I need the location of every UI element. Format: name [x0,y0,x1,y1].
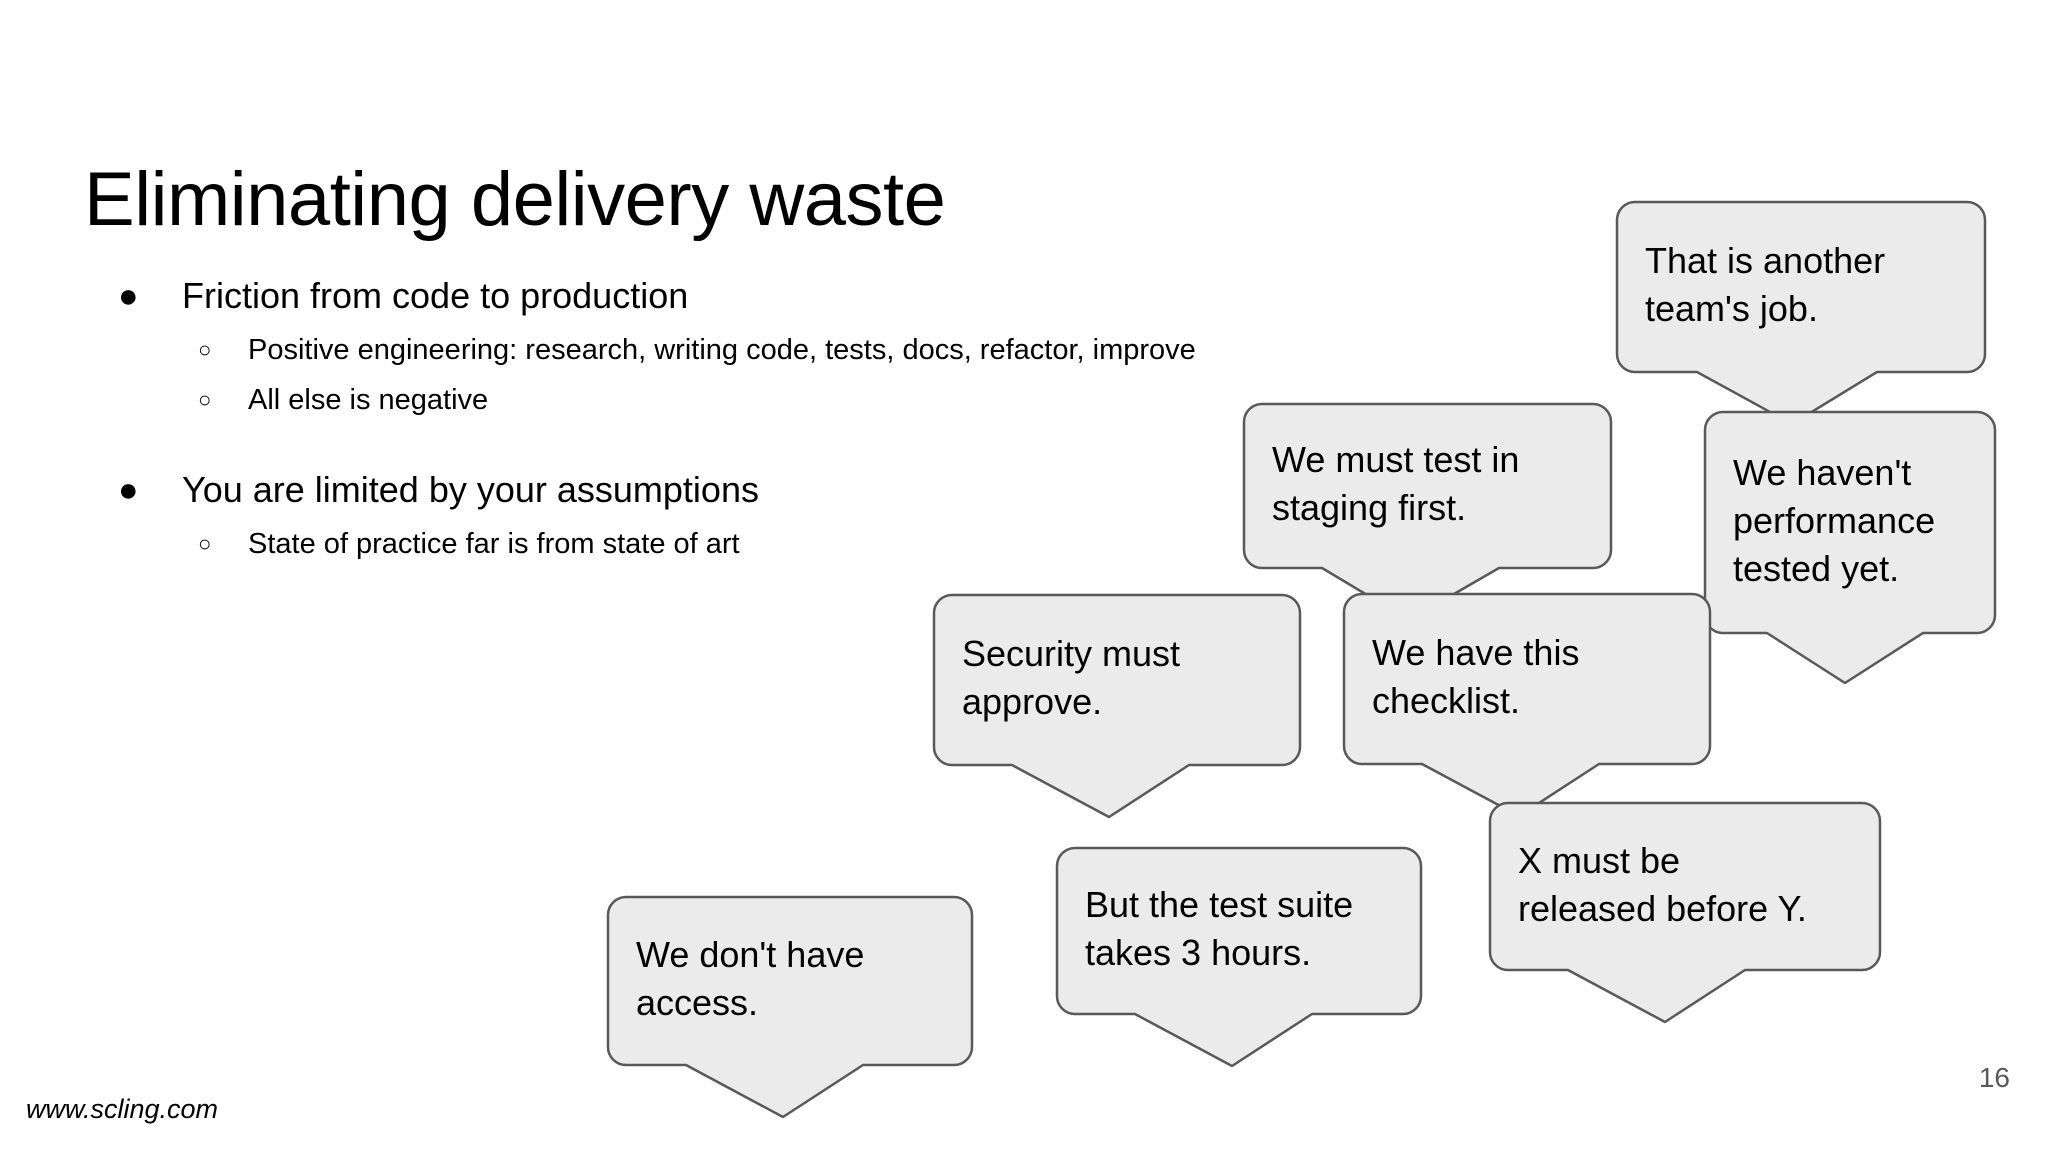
bullet-circle-icon: ○ [198,337,212,362]
bullet-text-level2: Positive engineering: research, writing … [248,334,1196,366]
speech-bubble-shape [1703,410,1997,685]
footer-url: www.scling.com [26,1094,219,1124]
bullet-group: ● Friction from code to production ○ Positi… [100,272,1400,422]
bullet-text-level1: You are limited by your assumptions [182,469,759,510]
speech-bubble-shape [1242,402,1613,622]
page-number: 16 [1978,1062,2010,1093]
bullet-item-level1: ● You are limited by your assumptions [100,466,1400,514]
bullet-item-level2: ○ All else is negative [100,378,1400,422]
bullet-text-level2: State of practice far is from state of a… [248,528,740,560]
bullet-disc-icon: ● [118,277,139,315]
speech-bubble-shape [1615,200,1987,426]
bullet-circle-icon: ○ [198,387,212,412]
bullet-item-level1: ● Friction from code to production [100,272,1400,320]
bullet-item-level2: ○ State of practice far is from state of … [100,522,1400,566]
speech-bubble-shape [1342,592,1712,818]
bullet-circle-icon: ○ [198,531,212,556]
bullet-list: ● Friction from code to production ○ Positi… [100,272,1400,566]
bullet-item-level2: ○ Positive engineering: research, writing… [100,328,1400,372]
bullet-text-level2: All else is negative [248,384,489,416]
speech-bubble-shape [606,895,974,1119]
bullet-disc-icon: ● [118,471,139,509]
speech-bubble-shape [1488,801,1882,1024]
page-title: Eliminating delivery waste [84,156,946,242]
bullet-group: ● You are limited by your assumptions ○ Sta… [100,466,1400,566]
speech-bubble-shape [932,593,1302,819]
speech-bubble-shape [1055,846,1423,1068]
bullet-text-level1: Friction from code to production [182,275,689,316]
